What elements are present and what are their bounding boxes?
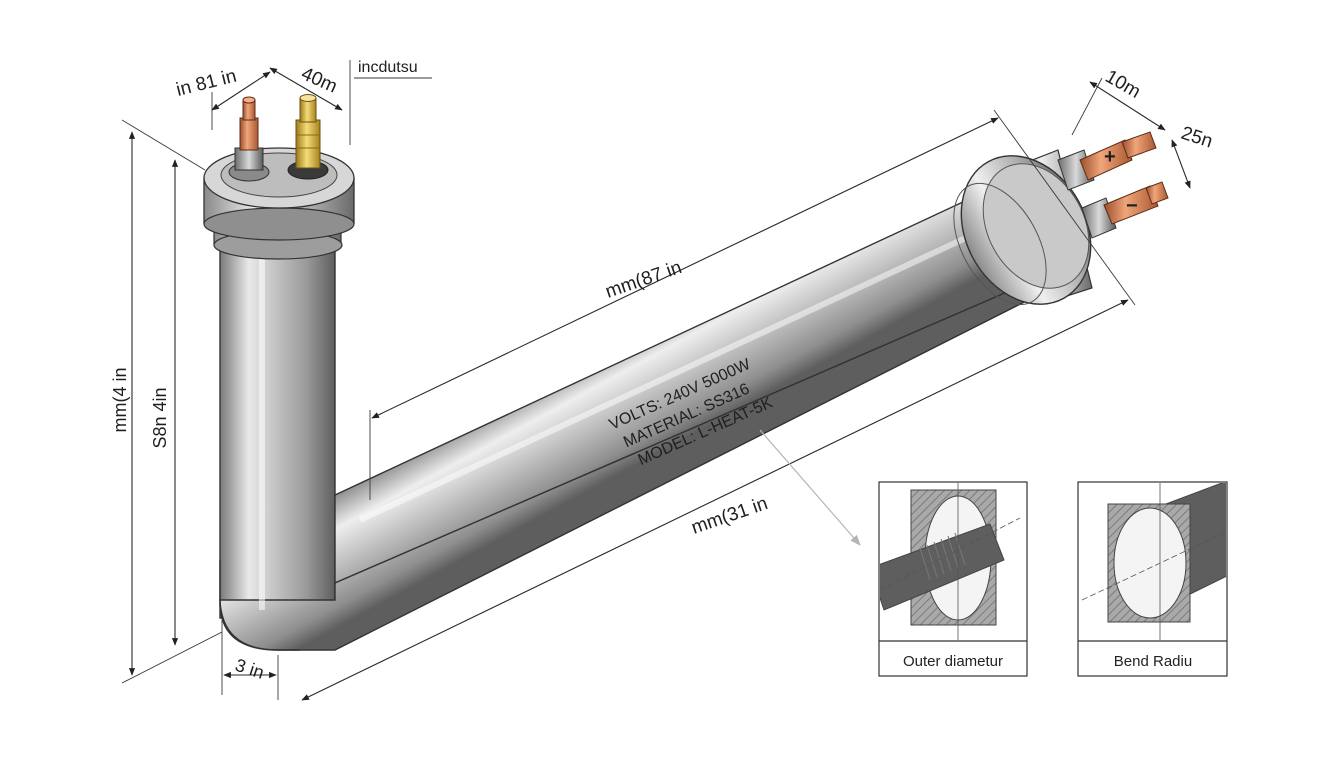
dim-upper-long: mm(87 in [603, 257, 685, 303]
positive-symbol: + [1104, 146, 1116, 168]
dimension-lines [121, 60, 1191, 701]
dim-top-terminal: 40m [298, 63, 340, 97]
brass-terminal-left [287, 94, 329, 180]
left-terminal-head [203, 94, 355, 260]
negative-terminal: − [1081, 181, 1169, 239]
dim-lower-long: mm(31 in [689, 493, 771, 539]
outer-diameter-caption: Outer diametur [903, 653, 1003, 670]
dim-top-note: incdutsu [358, 59, 418, 76]
dim-right-side: 25n [1178, 123, 1215, 153]
bend-radius-caption: Bend Radiu [1114, 653, 1192, 670]
vertical-leg [219, 227, 336, 619]
dim-left-inner: S8n 4in [150, 387, 170, 448]
dim-bottom-width: 3 in [233, 655, 267, 683]
detail-bend-radius: Bend Radiu [1077, 481, 1228, 677]
positive-terminal: + [1057, 131, 1157, 191]
dim-top-left-width: in 81 in [174, 66, 239, 101]
negative-symbol: − [1126, 195, 1138, 217]
copper-terminal-left [228, 96, 270, 182]
dim-left-outer: mm(4 in [110, 367, 130, 432]
dim-right-top: 10m [1102, 66, 1145, 103]
detail-outer-diameter: Outer diametur [878, 481, 1028, 677]
